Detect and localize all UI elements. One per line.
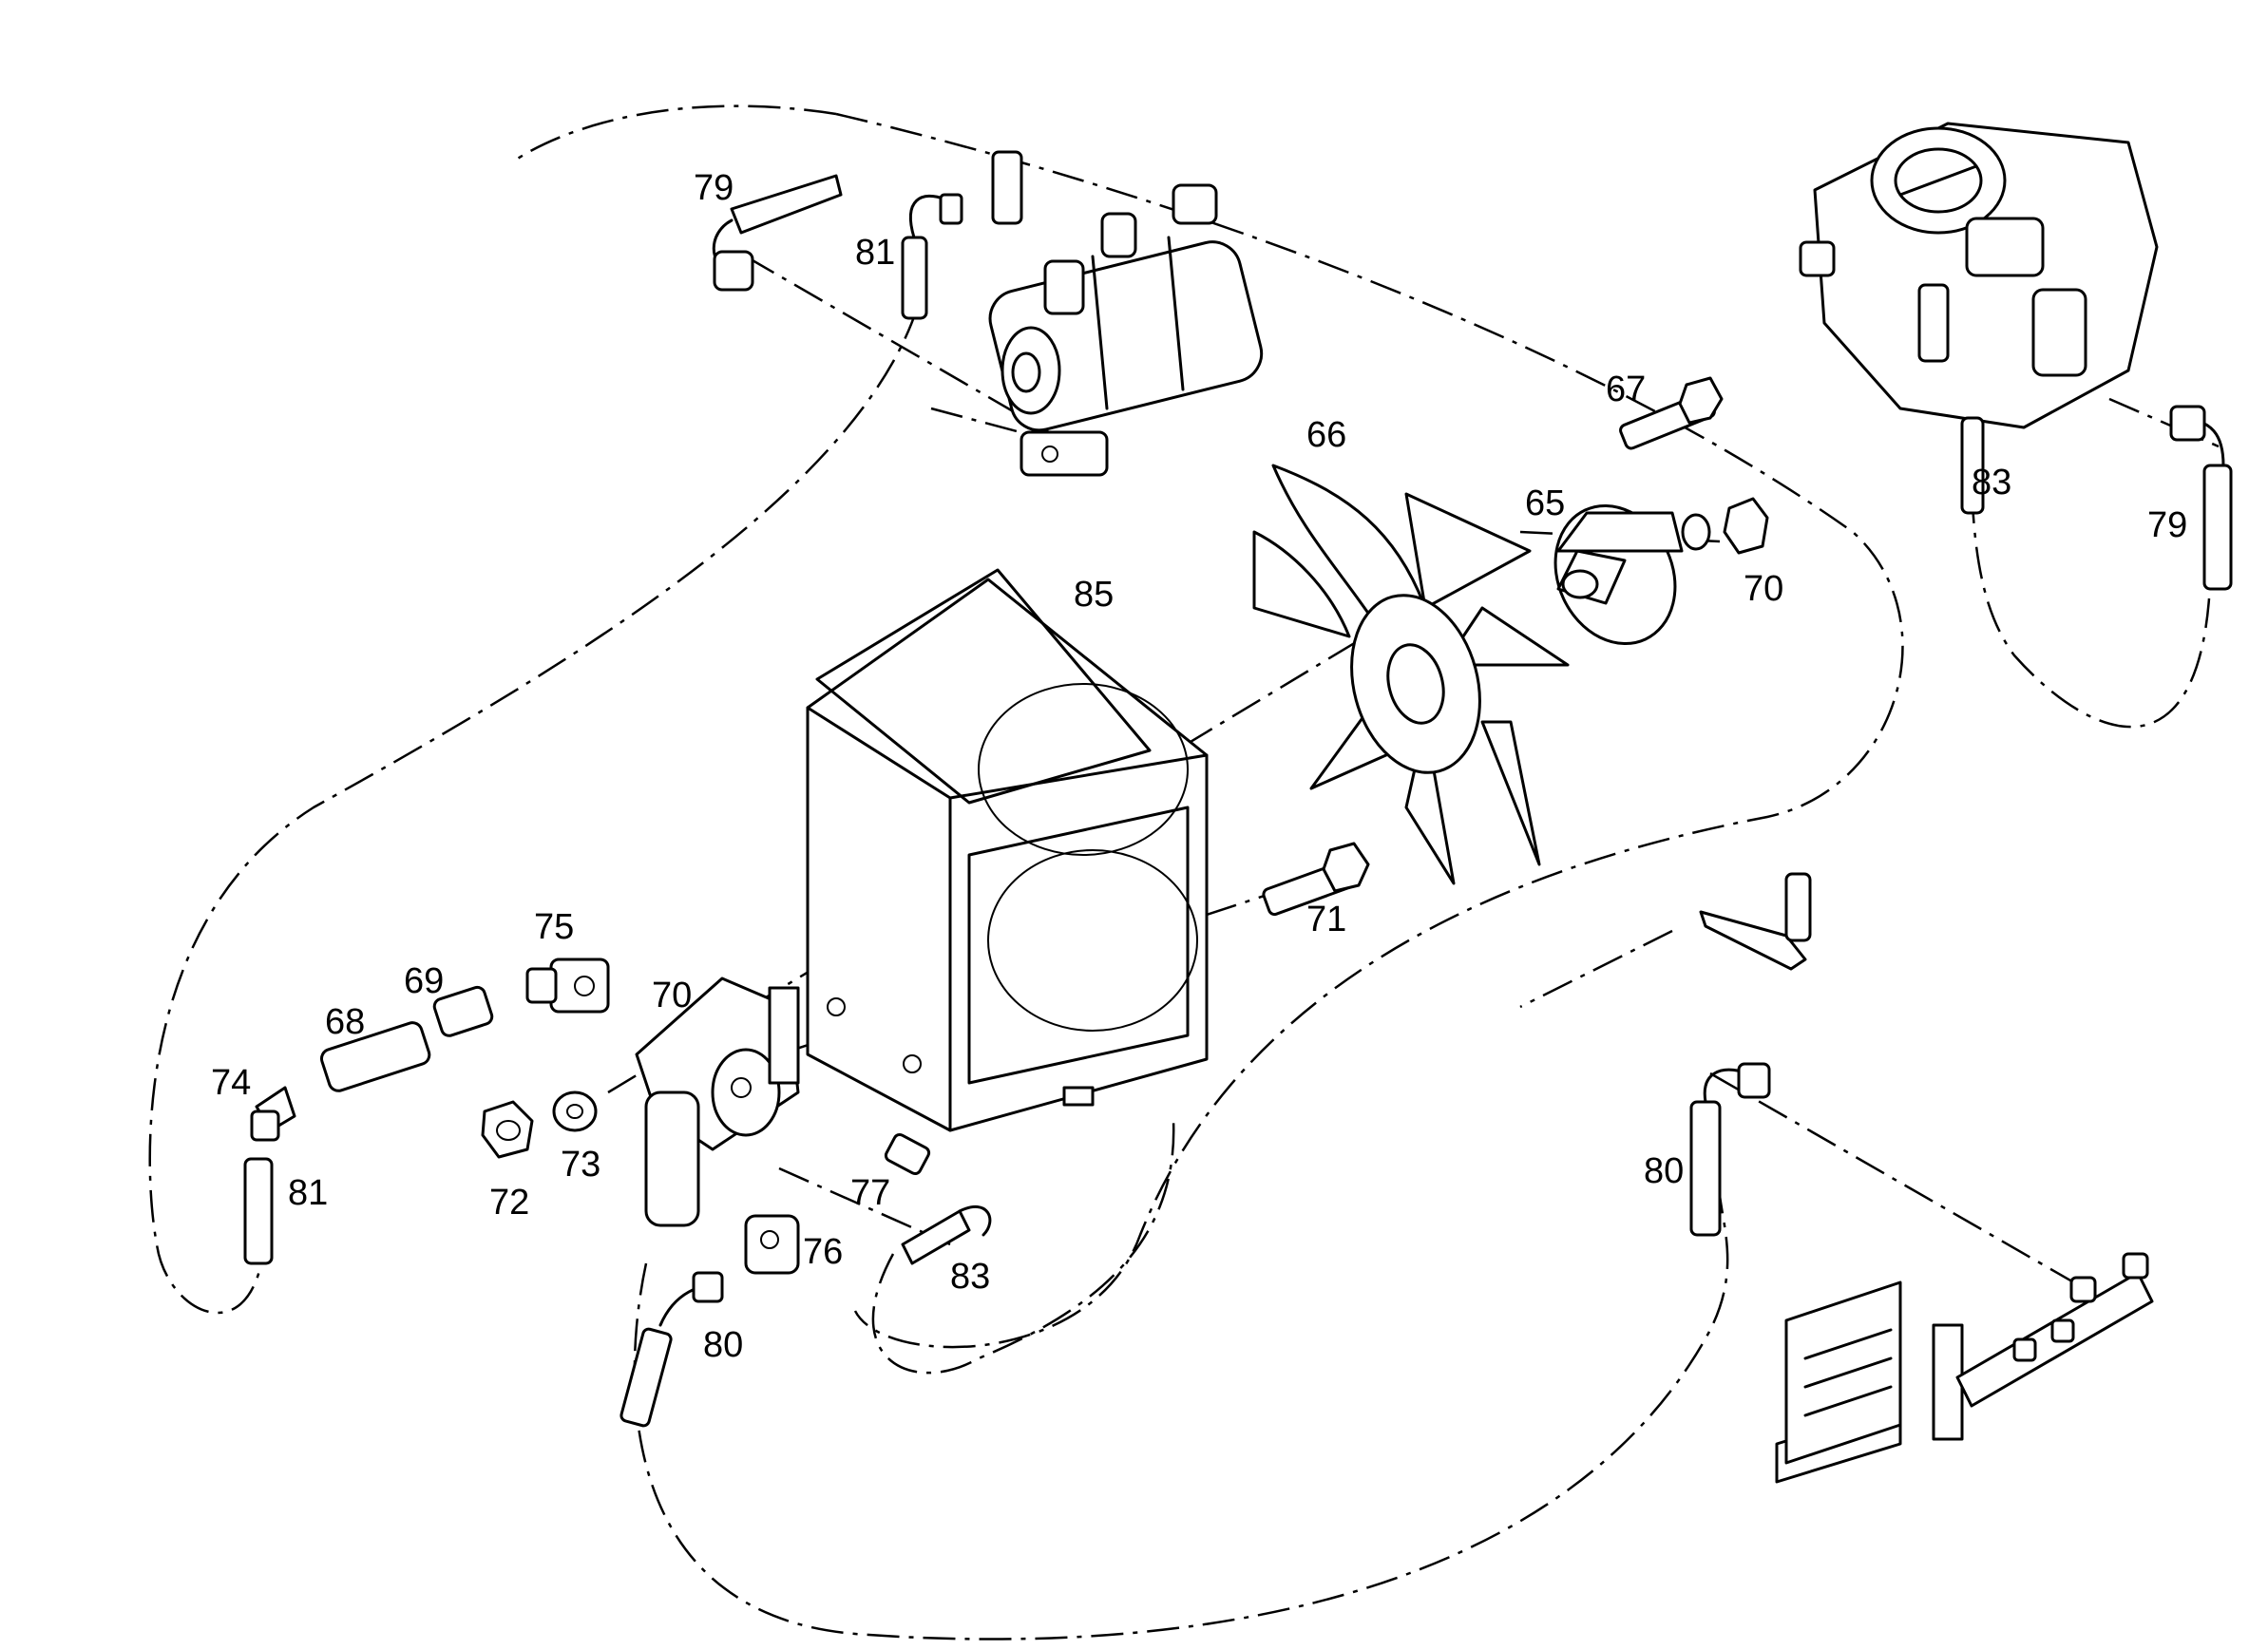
part-label-81: 81 bbox=[288, 1173, 328, 1213]
part-label-83: 83 bbox=[950, 1257, 990, 1297]
part-label-77: 77 bbox=[850, 1173, 890, 1213]
part-label-79: 79 bbox=[694, 168, 734, 208]
fuel-rail bbox=[1775, 1252, 2154, 1484]
fitting-76 bbox=[744, 1214, 800, 1275]
hose-81-top bbox=[901, 193, 963, 320]
hose-80-bottom bbox=[619, 1271, 724, 1428]
fan-66 bbox=[1252, 464, 1570, 885]
pump-70 bbox=[635, 977, 800, 1227]
hose-81-left bbox=[243, 1157, 274, 1265]
washer-73 bbox=[552, 1091, 598, 1132]
part-label-73: 73 bbox=[561, 1145, 600, 1185]
hose-79-top-left bbox=[712, 174, 843, 292]
part-label-67: 67 bbox=[1606, 370, 1646, 409]
hub-65 bbox=[1553, 503, 1684, 646]
part-label-72: 72 bbox=[489, 1183, 529, 1223]
engine-block-top-right bbox=[1799, 122, 2159, 429]
part-label-85: 85 bbox=[1074, 575, 1114, 615]
hose-83-top-right bbox=[1960, 416, 1985, 515]
part-label-79: 79 bbox=[2147, 505, 2187, 545]
part-label-81: 81 bbox=[855, 233, 895, 273]
part-label-65: 65 bbox=[1525, 484, 1565, 523]
bracket-clip-right bbox=[1699, 872, 1812, 971]
fan-shroud-85 bbox=[806, 568, 1209, 1132]
bolt-67 bbox=[1619, 376, 1724, 450]
part-label-66: 66 bbox=[1306, 415, 1346, 455]
part-label-76: 76 bbox=[803, 1232, 843, 1272]
part-label-80: 80 bbox=[703, 1325, 743, 1365]
part-label-80: 80 bbox=[1644, 1151, 1684, 1191]
fitting-75 bbox=[525, 958, 610, 1014]
part-label-70: 70 bbox=[652, 976, 692, 1015]
part-number-labels: 79 81 67 66 65 70 83 79 85 71 75 69 70 6… bbox=[211, 168, 2187, 1365]
part-label-83: 83 bbox=[1972, 463, 2011, 503]
part-label-68: 68 bbox=[325, 1002, 365, 1042]
fitting-69 bbox=[432, 985, 494, 1037]
hose-83-bottom bbox=[901, 1204, 992, 1265]
hose-79-right bbox=[2169, 405, 2233, 591]
bolt-71 bbox=[1262, 842, 1370, 917]
part-label-70: 70 bbox=[1744, 569, 1783, 609]
nut-72 bbox=[481, 1100, 534, 1159]
washer-nut-70-top bbox=[1681, 497, 1769, 555]
fitting-77 bbox=[884, 1132, 931, 1176]
part-label-74: 74 bbox=[211, 1063, 251, 1103]
part-label-75: 75 bbox=[534, 907, 574, 947]
filter-68 bbox=[319, 1021, 431, 1092]
elbow-74 bbox=[250, 1086, 296, 1142]
part-label-69: 69 bbox=[404, 961, 444, 1001]
part-label-71: 71 bbox=[1306, 900, 1346, 939]
hydraulic-pump-top bbox=[988, 150, 1264, 477]
hose-80-right bbox=[1689, 1062, 1771, 1237]
